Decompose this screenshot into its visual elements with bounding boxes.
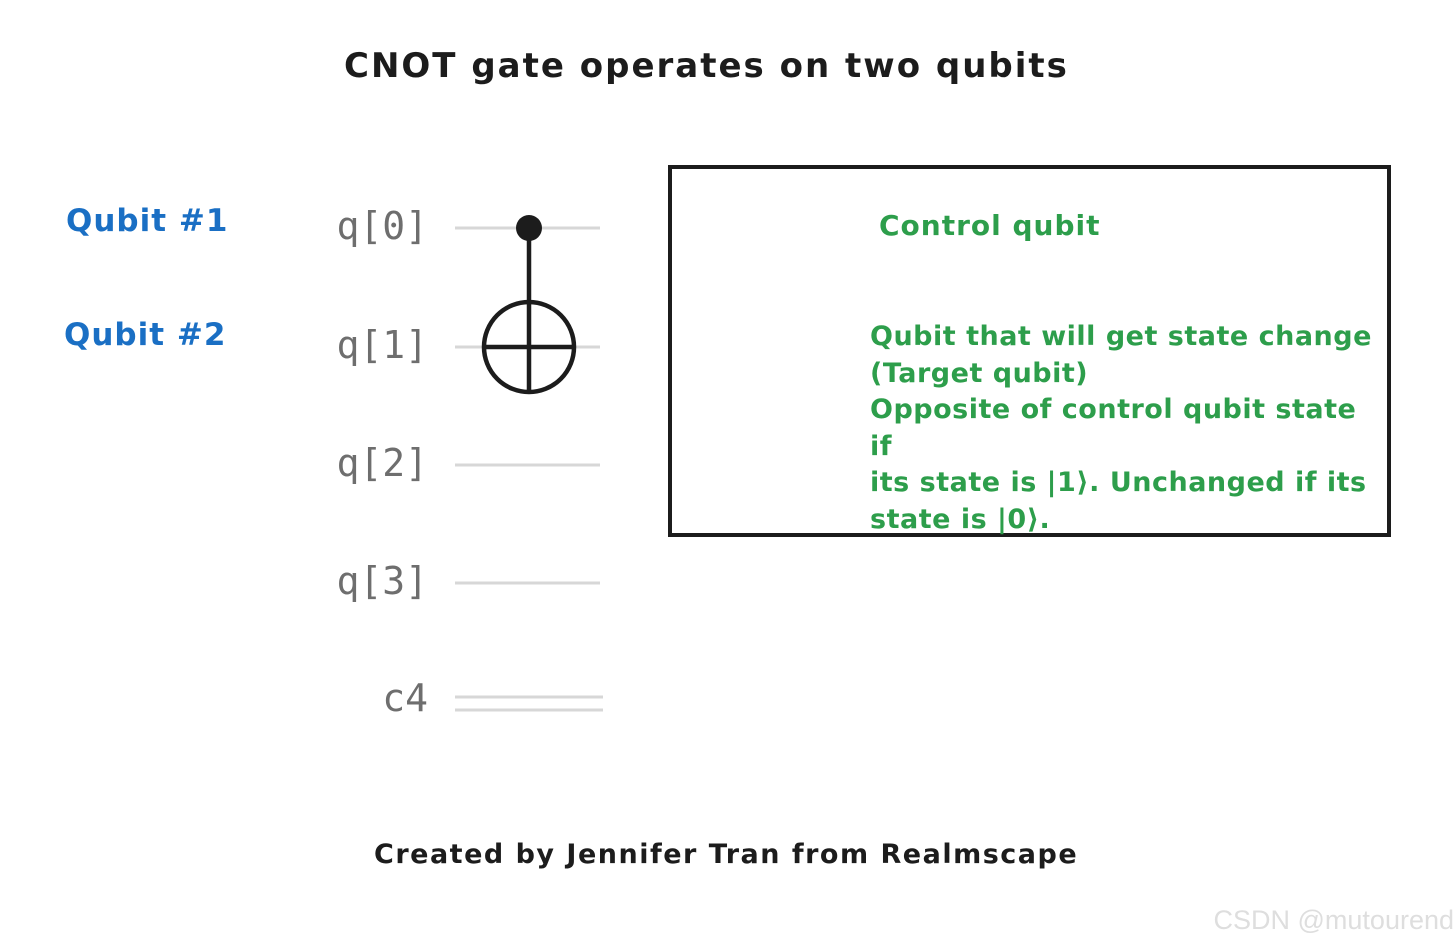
qubit1-label: Qubit #1	[66, 203, 229, 239]
qubit2-label: Qubit #2	[64, 317, 227, 353]
control-qubit-label: Control qubit	[879, 209, 1101, 242]
figure-title: CNOT gate operates on two qubits	[344, 46, 1069, 86]
target-qubit-description: Qubit that will get state change (Target…	[870, 319, 1387, 538]
wire-label-q0: q[0]	[336, 204, 428, 248]
target-line-5: state is |0⟩.	[870, 503, 1051, 535]
wire-label-q1: q[1]	[336, 323, 428, 367]
wire-label-q3: q[3]	[336, 559, 428, 603]
target-line-1: Qubit that will get state change	[870, 321, 1372, 352]
watermark-text: CSDN @mutourend	[1213, 905, 1455, 935]
wire-label-q2: q[2]	[336, 441, 428, 485]
wire-label-c4: c4	[382, 676, 428, 720]
cnot-target-circle	[481, 299, 577, 395]
credit-text: Created by Jennifer Tran from Realmscape	[374, 839, 1079, 870]
annotation-box: Control qubit Qubit that will get state …	[668, 165, 1391, 537]
cnot-control-dot	[516, 215, 542, 241]
target-line-4: its state is |1⟩. Unchanged if its	[870, 467, 1367, 498]
target-line-3: Opposite of control qubit state if	[870, 394, 1357, 462]
target-line-2: (Target qubit)	[870, 357, 1089, 389]
